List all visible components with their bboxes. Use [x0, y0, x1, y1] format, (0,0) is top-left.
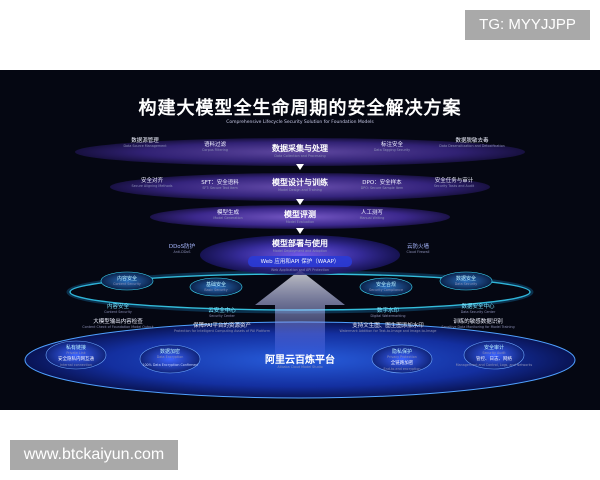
layer2-item-4: 安全任务与审计 [434, 178, 474, 184]
ring-pill-1: 内容安全 [116, 276, 138, 282]
layer2-item-2: SFT：安全语料 [201, 180, 239, 186]
ring-pill-2-sub: Basic Security [204, 288, 228, 292]
waap-bar [248, 256, 352, 267]
layer3-disc [150, 205, 450, 229]
layer1-item-3-sub: Data Tagging Security [373, 148, 411, 152]
ring-center-3: 数字水印 [376, 308, 400, 314]
diagram-subtitle: Comprehensive Lifecycle Security Solutio… [226, 120, 374, 125]
ring-center-1-desc: 大模型输出内容检查 [93, 319, 143, 325]
base-item-4-desc: 管控、日志、网络 [476, 357, 512, 362]
ring-pill-3: 安全合规 [375, 282, 397, 288]
layer3-center-sub: Model Evaluation [285, 220, 315, 224]
base-item-3: 隐私保护 [391, 349, 413, 355]
base-item-4-desc-sub: Management and Control, Logs, and Networ… [455, 363, 533, 367]
pill-content-security [100, 271, 154, 291]
ring-center-1-desc-sub: Content Check of Foundation Model Output [82, 325, 154, 329]
diagram-graphics [24, 138, 576, 399]
layer3-item-1-sub: Model Generation [213, 216, 243, 220]
layer1-item-2-sub: Corpus Filtering [202, 148, 228, 152]
ring-pill-4-sub: Data Security [454, 282, 478, 286]
base-item-1-desc-sub: Internal connection [60, 363, 92, 367]
layer4-center-sub: Model Deployment and Adoption [272, 249, 328, 253]
watermark-bottom: www.btckaiyun.com [10, 440, 178, 470]
down-arrow-1 [296, 164, 304, 170]
firewall-sub: Cloud Firewall [406, 250, 430, 254]
watermark-top: TG: MYYJJPP [465, 10, 590, 40]
layer1-item-1: 数据源管理 [131, 138, 159, 144]
layer2-item-2-sub: SFT: Secure Text Item [202, 186, 238, 190]
layer1-item-4: 数据脱敏去毒 [455, 138, 489, 144]
ring-center-4-desc-sub: Sensitive Data Monitoring for Model Trai… [441, 325, 515, 329]
ring-pill-4: 数据安全 [455, 276, 477, 282]
ring-pill-2: 基础安全 [205, 282, 227, 288]
layer3-item-2-sub: Manual Writing [359, 216, 385, 220]
ddos-sub: Anti-DDoS [173, 250, 191, 254]
base-item-3-desc: 全链路加密 [390, 361, 414, 366]
layer3-item-1: 模型生成 [216, 210, 240, 216]
layer2-item-3: DPO：安全样本 [362, 180, 402, 186]
base-item-2-sub: Data Encryption [156, 355, 184, 359]
base-item-3-desc-sub: End-to-end encryption [383, 367, 421, 371]
layer2-center-sub: Model Design and Training [278, 188, 322, 192]
waap-sub: Web Application and API Protection [271, 268, 329, 272]
layer2-center: 模型设计与训练 [272, 178, 328, 187]
layer1-center-sub: Data Collection and Processing [274, 154, 326, 158]
ring-center-2: 云安全中心 [208, 308, 236, 314]
ring-center-3-desc: 支持文生图、图生图添加水印 [352, 323, 424, 329]
lifecycle-diagram: 构建大模型全生命周期的安全解决方案 Comprehensive Lifecycl… [0, 70, 600, 410]
base-title-sub: Alibaba Cloud Model Studio [277, 365, 323, 369]
layer2-item-1-sub: Secure Aligning Methods [131, 184, 173, 188]
diagram-title: 构建大模型全生命周期的安全解决方案 [138, 98, 462, 119]
ring-center-3-desc-sub: Watermark Addition for Text-to-Image and… [339, 329, 437, 333]
waap-label: Web 应用和API 保护（WAAP） [260, 259, 340, 265]
layer3-item-2: 人工测写 [360, 210, 384, 216]
pill-compliance [359, 277, 413, 297]
pill-privacy [371, 344, 433, 374]
pill-data-security [439, 271, 493, 291]
layer1-item-4-sub: Data Desensitization and Detoxification [439, 144, 505, 148]
layer1-center: 数据采集与处理 [272, 144, 328, 153]
layer2-disc [110, 173, 490, 201]
upward-arrow [255, 270, 345, 360]
ring-center-4-sub: Data Security Center [460, 310, 496, 314]
layer4-center: 模型部署与使用 [272, 239, 328, 248]
pill-private-link [45, 340, 107, 370]
layer2-item-1: 安全对齐 [140, 178, 164, 184]
layer1-item-3: 标注安全 [380, 142, 404, 148]
ring-center-1: 内容安全 [106, 304, 130, 310]
pill-audit [463, 340, 525, 370]
layer1-item-2: 语料过滤 [203, 142, 227, 148]
ring-pill-3-sub: Security Compliance [369, 288, 403, 292]
layer1-disc [75, 138, 525, 166]
ring-center-2-desc: 保障PAI平台的资源资产 [193, 323, 251, 329]
base-title: 阿里云百炼平台 [265, 355, 335, 366]
base-item-4: 安全审计 [483, 345, 505, 351]
base-item-2-desc: 100% Data Encryption Confirmed [142, 363, 198, 367]
ring-center-1-sub: Content Security [104, 310, 132, 314]
layer2-item-4-sub: Security Tasks and Audit [433, 184, 475, 188]
layer3-center: 模型评测 [284, 210, 316, 219]
ring-center-4-desc: 训练的敏感数据识别 [453, 319, 503, 325]
down-arrow-2 [296, 199, 304, 205]
pill-data-encryption [139, 344, 201, 374]
base-item-4-sub: Security Audit [482, 351, 506, 355]
ring-center-3-sub: Digital Watermarking [370, 314, 406, 318]
pill-basic-security [189, 277, 243, 297]
layer1-item-1-sub: Data Source Management [123, 144, 167, 148]
ring-center-4: 数据安全中心 [461, 304, 495, 310]
ring-center-2-sub: Security Center [209, 314, 235, 318]
base-item-1-desc: 安全隐私内网互通 [58, 357, 94, 362]
firewall-label: 云防火墙 [406, 244, 430, 250]
base-item-2: 数据加密 [159, 349, 181, 355]
ddos-label: DDoS防护 [168, 244, 196, 250]
ring-center-2-desc-sub: Protection for Intelligent Computing Ass… [173, 329, 271, 333]
base-item-1-sub: Private Link [66, 351, 86, 355]
base-item-3-sub: Privacy Protection [387, 355, 417, 359]
ring-pill-1-sub: Content Security [113, 282, 141, 286]
base-item-1: 私有链接 [65, 345, 87, 351]
layer2-item-3-sub: DPO: Secure Sample Item [360, 186, 404, 190]
down-arrow-3 [296, 228, 304, 234]
